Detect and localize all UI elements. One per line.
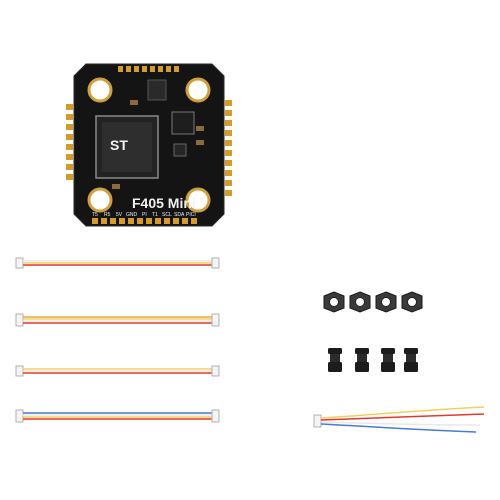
capacitor xyxy=(196,140,204,145)
cable-3 xyxy=(15,365,220,377)
lead-cable xyxy=(313,406,485,433)
pad-label-pici: PICI xyxy=(186,212,196,218)
lock-nuts xyxy=(323,291,423,313)
bottom-label-row: T5 R5 5V GND PI T1 SCL SDA PICI xyxy=(92,212,196,218)
rubber-grommets xyxy=(328,348,418,372)
capacitor xyxy=(130,100,138,105)
pad-label-pi: PI xyxy=(142,212,147,218)
bottom-solder-pads xyxy=(92,218,197,224)
capacitor xyxy=(196,126,204,131)
mcu-chip: ST xyxy=(95,115,159,179)
cable-4 xyxy=(15,409,220,423)
pad-label-t1: T1 xyxy=(152,212,158,218)
lock-nut xyxy=(349,291,371,313)
voltage-regulator xyxy=(147,79,167,101)
right-solder-pads xyxy=(225,100,232,196)
lock-nut xyxy=(375,291,397,313)
cable-1 xyxy=(15,257,220,269)
board-title: F405 Mini xyxy=(132,195,196,211)
grommet xyxy=(381,348,395,372)
grommet xyxy=(328,348,342,372)
small-ic xyxy=(171,111,195,135)
flight-controller-board: ST F405 Mini T5 R5 5V GND PI T1 SCL SDA … xyxy=(66,63,232,227)
pad-label-r5: R5 xyxy=(104,212,111,218)
left-solder-pads xyxy=(66,104,73,180)
pad-label-gnd: GND xyxy=(126,212,138,218)
pad-label-sda: SDA xyxy=(174,212,185,218)
lock-nut xyxy=(323,291,345,313)
mounting-holes xyxy=(87,77,211,213)
grommet xyxy=(404,348,418,372)
chip-logo: ST xyxy=(110,137,128,153)
pad-label-t5: T5 xyxy=(92,212,98,218)
cable-2 xyxy=(15,313,220,327)
top-solder-pads xyxy=(118,66,179,72)
grommet xyxy=(355,348,369,372)
pad-label-5v: 5V xyxy=(116,212,123,218)
small-ic-2 xyxy=(173,143,187,157)
capacitor xyxy=(112,184,120,189)
pad-label-scl: SCL xyxy=(162,212,172,218)
lock-nut xyxy=(401,291,423,313)
